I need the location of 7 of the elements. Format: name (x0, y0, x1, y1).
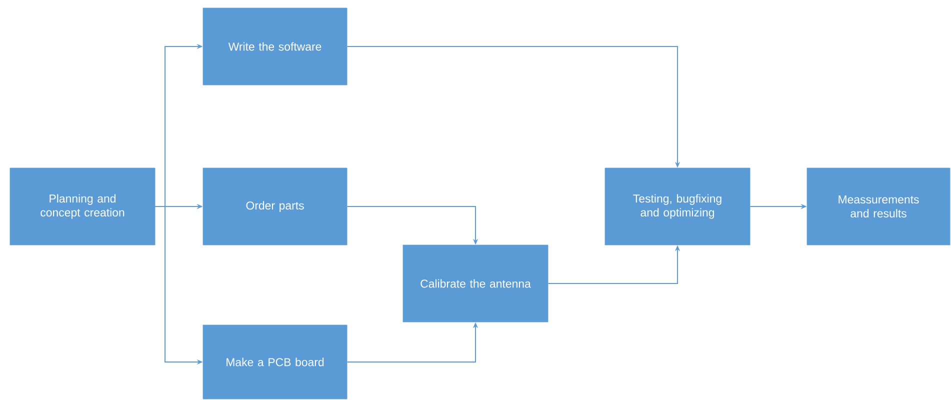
process-box: Planning and concept creation (10, 168, 156, 246)
process-box: Testing, bugfixing and optimizing (604, 168, 750, 246)
process-box: Meassurements and results (806, 168, 950, 246)
process-box: Order parts (202, 168, 348, 246)
process-box: Write the software (202, 8, 348, 86)
process-box: Make a PCB board (202, 324, 348, 400)
process-box: Calibrate the antenna (402, 244, 548, 322)
